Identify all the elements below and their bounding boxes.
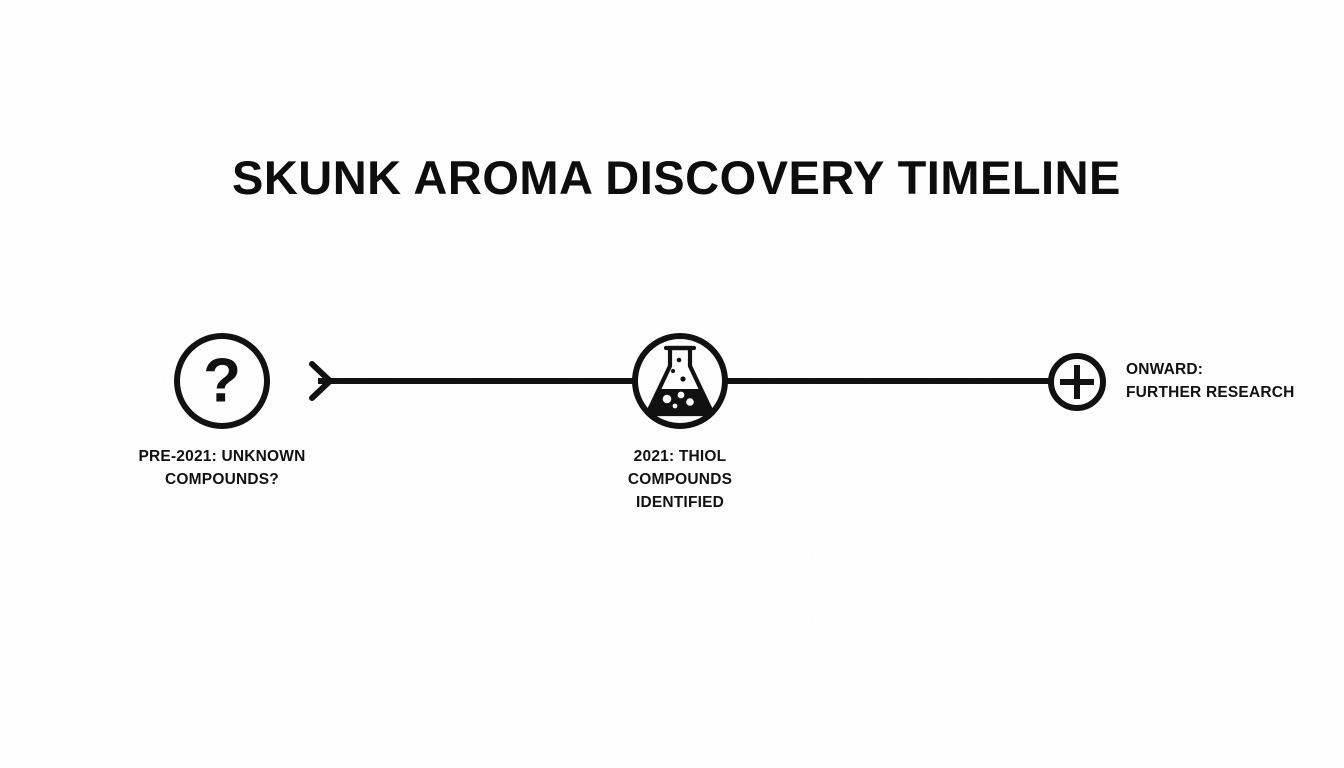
- page-title: SKUNK AROMA DISCOVERY TIMELINE: [232, 151, 1121, 204]
- timeline-node-unknown[interactable]: ?: [174, 333, 270, 429]
- timeline-label-unknown: PRE-2021: UNKNOWN COMPOUNDS?: [138, 448, 306, 488]
- plus-icon: [1060, 365, 1094, 399]
- timeline-label-thiol: 2021: THIOL COMPOUNDS IDENTIFIED: [627, 448, 733, 511]
- timeline-node-onward[interactable]: [1048, 353, 1106, 411]
- question-mark-icon: ?: [203, 347, 241, 416]
- timeline-node-thiol[interactable]: [632, 333, 728, 429]
- node-circle: [174, 333, 270, 429]
- timeline-label-onward: ONWARD: FURTHER RESEARCH: [1126, 361, 1295, 401]
- flask-icon: [647, 345, 713, 417]
- chevron-right-icon: [309, 361, 335, 401]
